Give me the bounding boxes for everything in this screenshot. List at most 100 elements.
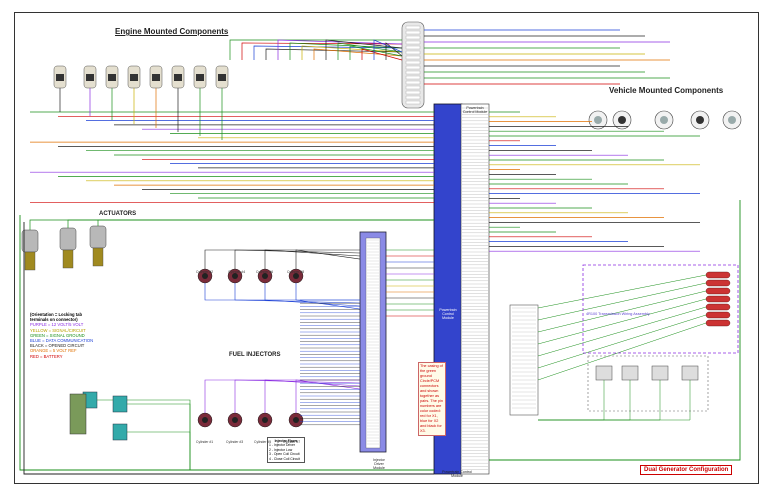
injector-core bbox=[202, 417, 208, 423]
actuator-stem bbox=[62, 249, 74, 269]
actuator-stem bbox=[24, 251, 36, 271]
harness-pin bbox=[405, 80, 421, 85]
engine-components-title: Engine Mounted Components bbox=[115, 27, 229, 36]
cyl-5-label: Cylinder #5 bbox=[254, 440, 272, 444]
injector-core bbox=[232, 273, 238, 279]
injector-flow-panel: Injector Flows 1 - Injector Driver 2 - I… bbox=[267, 437, 305, 464]
sensor-box bbox=[587, 355, 709, 412]
transmission-solenoid bbox=[705, 319, 731, 327]
fuel-injectors-title: FUEL INJECTORS bbox=[229, 352, 281, 358]
harness-pin bbox=[405, 50, 421, 55]
wire bbox=[385, 42, 403, 60]
pinout-note-text: The casing of the green ground Circle/PC… bbox=[420, 364, 443, 433]
sensor-face bbox=[56, 74, 64, 81]
injector-panel-title: Injector Flows bbox=[274, 439, 298, 443]
vehicle-sensor bbox=[681, 365, 699, 381]
wire-color-legend: (Orientation = Locking tab terminals on … bbox=[30, 312, 94, 359]
wire bbox=[349, 45, 403, 60]
sensor-face bbox=[86, 74, 94, 81]
wire bbox=[67, 219, 434, 228]
wire bbox=[301, 45, 403, 60]
wire bbox=[313, 48, 403, 60]
engine-harness-connector bbox=[401, 21, 425, 109]
actuator-body bbox=[89, 225, 107, 249]
harness-pin bbox=[405, 25, 421, 30]
injector-line-1: 1 - Injector Driver bbox=[269, 443, 296, 448]
harness-pin bbox=[405, 90, 421, 95]
pcm-bottom-label: Powertrain Control Module bbox=[442, 470, 472, 478]
legend-item: BLUE = DATA COMMUNICATION bbox=[30, 338, 94, 344]
configuration-label: Dual Generator Configuration bbox=[640, 465, 733, 475]
injector-core bbox=[293, 417, 299, 423]
wire bbox=[264, 379, 361, 413]
transmission-solenoid bbox=[705, 287, 731, 295]
legend-item: GREEN = SIGNAL GROUND bbox=[30, 332, 85, 338]
wire bbox=[537, 282, 707, 321]
gauge-center bbox=[618, 116, 626, 124]
diagram-frame bbox=[14, 12, 759, 484]
harness-pin bbox=[405, 65, 421, 70]
injector-core bbox=[262, 417, 268, 423]
wire bbox=[295, 283, 361, 310]
wire bbox=[295, 249, 361, 269]
injector-core bbox=[232, 417, 238, 423]
wire bbox=[253, 45, 403, 60]
vehicle-sensor bbox=[651, 365, 669, 381]
transmission-solenoid bbox=[705, 279, 731, 287]
wire bbox=[489, 200, 741, 461]
harness-pin bbox=[405, 70, 421, 75]
injector-core bbox=[262, 273, 268, 279]
transmission-solenoid bbox=[705, 271, 731, 279]
legend-item: RED = BATTERY bbox=[30, 353, 63, 359]
harness-pin bbox=[405, 40, 421, 45]
harness-pin bbox=[405, 35, 421, 40]
sensor-face bbox=[130, 74, 138, 81]
wire bbox=[538, 380, 631, 421]
generator-component bbox=[112, 395, 128, 413]
cyl-4-label: Cylinder #4 bbox=[228, 270, 246, 274]
wire bbox=[204, 249, 360, 269]
legend-item: BLACK = OPENED CIRCUIT bbox=[30, 343, 85, 349]
generator-component bbox=[112, 423, 128, 441]
gauge-center bbox=[696, 116, 704, 124]
injector-line-4: 4 - Close Coil Circuit bbox=[269, 456, 300, 461]
wire bbox=[537, 274, 707, 309]
pcm-mid-label: Powertrain Control Module bbox=[439, 308, 457, 320]
wire bbox=[325, 39, 403, 60]
vehicle-sensor bbox=[621, 365, 639, 381]
wire bbox=[19, 215, 434, 471]
wire bbox=[277, 39, 403, 60]
vehicle-components-title: Vehicle Mounted Components bbox=[609, 86, 724, 95]
injector-line-3: 3 - Open Coil Circuit bbox=[269, 452, 300, 457]
harness-pin bbox=[405, 100, 421, 105]
legend-heading-2: terminals on connector) bbox=[30, 317, 78, 323]
idm-label: Injector Driver Module bbox=[373, 458, 385, 470]
harness-pin bbox=[405, 55, 421, 60]
legend-heading: (Orientation = Locking tab bbox=[30, 312, 82, 317]
transmission-solenoid bbox=[705, 303, 731, 311]
transmission-label: 4R100 Transmission Wiring Assembly bbox=[586, 312, 650, 316]
harness-pin bbox=[405, 60, 421, 65]
wire bbox=[234, 283, 361, 304]
transmission-box bbox=[582, 264, 739, 354]
vehicle-sensor bbox=[595, 365, 613, 381]
wire bbox=[204, 379, 360, 413]
injector-line-2: 2 - Injector Low bbox=[269, 447, 293, 452]
harness-pin bbox=[405, 85, 421, 90]
harness-pin bbox=[405, 30, 421, 35]
wire bbox=[23, 222, 434, 475]
gauge-center bbox=[728, 116, 736, 124]
cyl-8-label: Cylinder #8 bbox=[287, 270, 305, 274]
sensor-face bbox=[174, 74, 182, 81]
generator-body bbox=[69, 393, 87, 435]
transmission-solenoid bbox=[705, 311, 731, 319]
harness-pin bbox=[405, 95, 421, 100]
sensor-face bbox=[108, 74, 116, 81]
wire bbox=[234, 249, 361, 269]
wire bbox=[537, 306, 707, 357]
harness-pin bbox=[405, 45, 421, 50]
gauge-center bbox=[594, 116, 602, 124]
injector-core bbox=[202, 273, 208, 279]
sensor-face bbox=[196, 74, 204, 81]
